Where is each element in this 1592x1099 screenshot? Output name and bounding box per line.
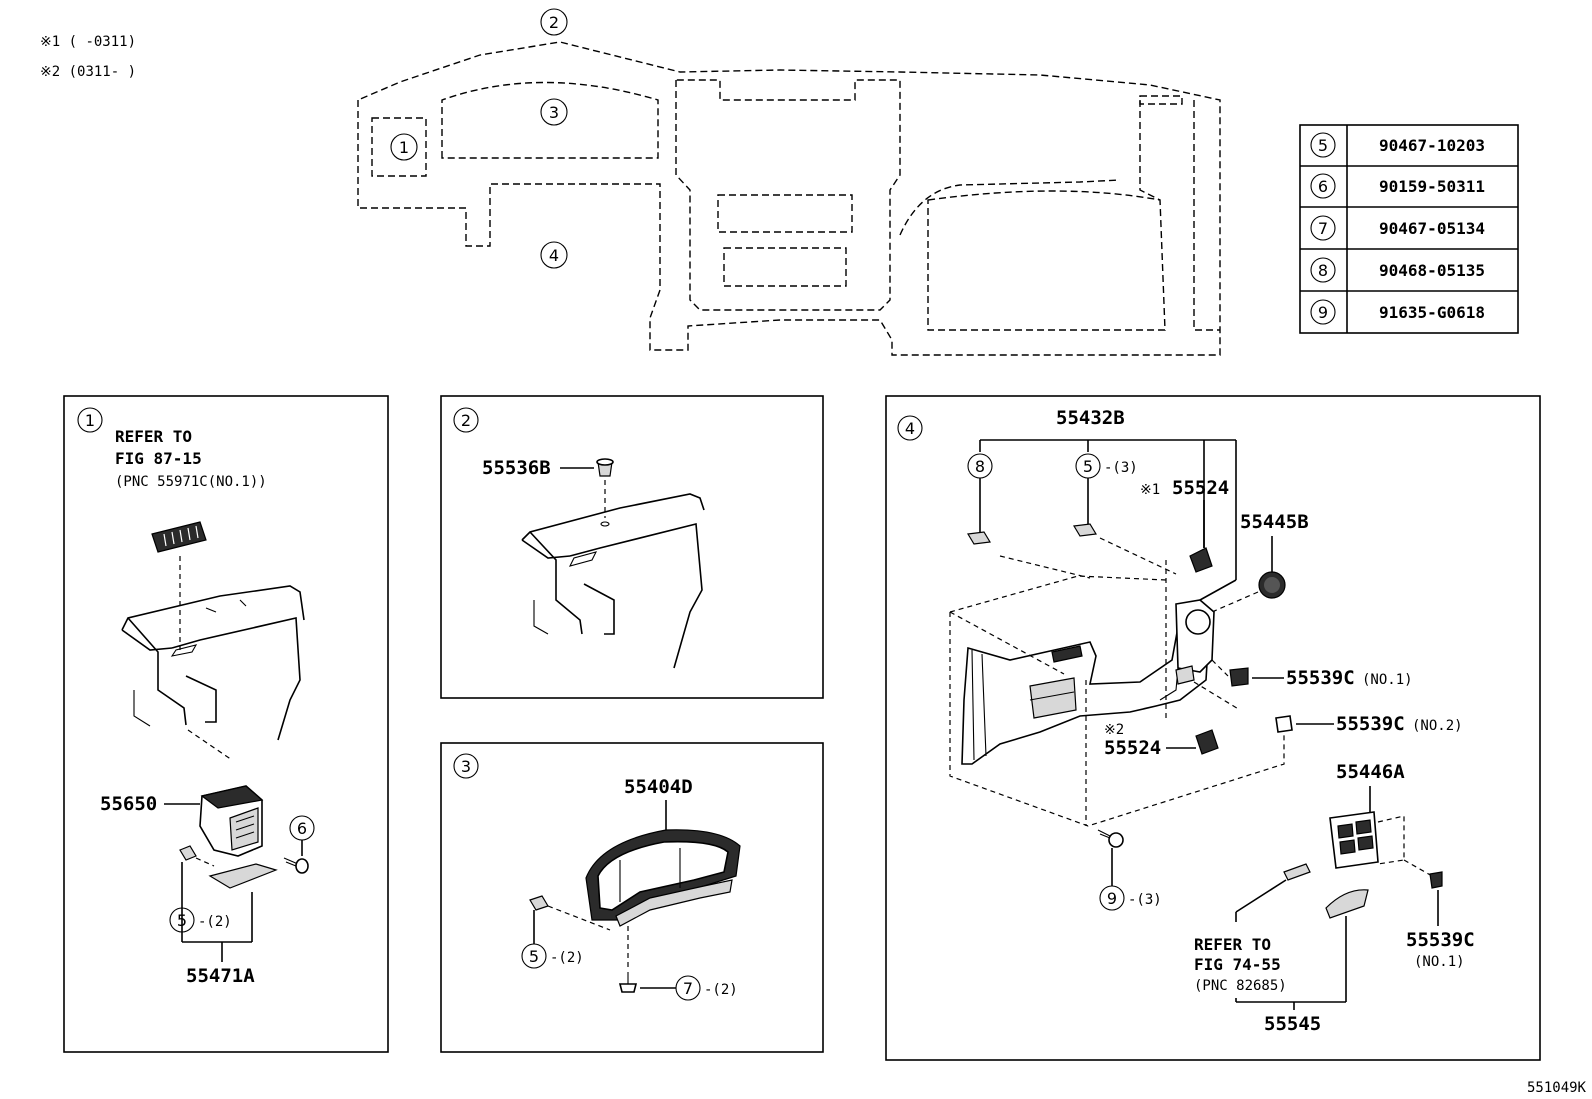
figure-id: 551049K — [1527, 1080, 1587, 1096]
panel-4-refer-line1: REFER TO — [1194, 935, 1271, 954]
part-55536B-label: 55536B — [482, 457, 551, 479]
part-55539C-no1-label: 55539C — [1286, 667, 1355, 689]
clip-icon — [1073, 523, 1097, 537]
cover-icon — [1325, 889, 1369, 919]
overview-label-4: 4 — [549, 246, 559, 265]
screw-icon — [283, 857, 309, 874]
vent-grille-icon — [151, 521, 207, 553]
callout-7: 7 — [683, 979, 693, 998]
callout-5: 5 — [529, 947, 539, 966]
callout-5-qty: -(2) — [198, 914, 232, 930]
panel-1-refer-line2: FIG 87-15 — [115, 449, 202, 468]
part-55432B-label: 55432B — [1056, 407, 1125, 429]
part-55404D-label: 55404D — [624, 776, 693, 798]
table-row: 9 91635-G0618 — [1310, 299, 1485, 325]
callout-5-qty: -(3) — [1104, 460, 1138, 476]
table-row: 5 90467-10203 — [1310, 132, 1485, 158]
overview-area-labels: 2 3 1 4 — [390, 8, 568, 269]
meter-hood-icon — [585, 829, 741, 927]
part-55650-label: 55650 — [100, 793, 157, 815]
panel-1: 1 REFER TO FIG 87-15 (PNC 55971C(NO.1)) — [63, 395, 389, 1053]
note-mark-1: ※1 — [1140, 482, 1160, 498]
fastener-table: 5 90467-10203 6 90159-50311 7 90467-0513… — [1299, 124, 1519, 334]
clip-icon — [967, 531, 991, 545]
callout-7-qty: -(2) — [704, 982, 738, 998]
lower-dash-panel-icon — [961, 599, 1215, 765]
plug-icon — [596, 458, 614, 477]
callout-6: 6 — [297, 819, 307, 838]
callout-5: 5 — [177, 911, 187, 930]
bolt-icon — [618, 972, 638, 993]
panel-4-refer-line3: (PNC 82685) — [1194, 978, 1287, 994]
part-55524-b-label: 55524 — [1104, 737, 1161, 759]
part-55446A-label: 55446A — [1336, 761, 1405, 783]
part-55539C-b-label: 55539C — [1406, 929, 1475, 951]
clip-icon — [179, 845, 197, 861]
part-55471A-label: 55471A — [186, 965, 255, 987]
table-part-number: 90468-05135 — [1379, 261, 1485, 280]
panel-2-ref: 2 — [461, 411, 471, 430]
table-row: 8 90468-05135 — [1310, 257, 1485, 283]
switch-cap-icon — [1229, 667, 1249, 687]
dashboard-top-sketch — [521, 493, 705, 669]
knob-switch-icon — [1189, 547, 1213, 573]
table-part-number: 91635-G0618 — [1379, 303, 1485, 322]
panel-1-refer-line3: (PNC 55971C(NO.1)) — [115, 474, 267, 490]
callout-9-qty: -(3) — [1128, 892, 1162, 908]
part-55539C-no1-suffix: (NO.1) — [1362, 672, 1413, 688]
panel-4-ref: 4 — [905, 419, 915, 438]
screw-icon — [1097, 829, 1124, 848]
part-55524-a-label: 55524 — [1172, 477, 1229, 499]
table-part-number: 90467-10203 — [1379, 136, 1485, 155]
panel-4: 4 55432B 8 5 -(3) ※1 55524 55445B — [885, 395, 1541, 1061]
switch-cap-icon — [1275, 715, 1293, 733]
switch-panel-icon — [1329, 811, 1379, 869]
table-ref: 8 — [1318, 261, 1328, 280]
overview-label-1: 1 — [399, 138, 409, 157]
table-ref: 7 — [1318, 219, 1328, 238]
overview-label-2: 2 — [549, 13, 559, 32]
dashboard-section-sketch — [121, 585, 305, 741]
note-1: ※1 ( -0311) — [40, 34, 136, 50]
part-55539C-no2-suffix: (NO.2) — [1412, 718, 1463, 734]
panel-2: 2 55536B — [440, 395, 824, 699]
panel-1-refer-line1: REFER TO — [115, 427, 192, 446]
trim-bracket-icon — [208, 863, 278, 889]
table-part-number: 90159-50311 — [1379, 177, 1485, 196]
trim-piece-icon — [1283, 863, 1311, 881]
table-row: 7 90467-05134 — [1310, 215, 1485, 241]
table-row: 6 90159-50311 — [1310, 173, 1485, 199]
callout-9: 9 — [1107, 889, 1117, 908]
panel-1-ref: 1 — [85, 411, 95, 430]
table-ref: 5 — [1318, 136, 1328, 155]
knob-switch-icon — [1195, 729, 1219, 755]
part-55539C-b-suffix: (NO.1) — [1414, 954, 1465, 970]
note-mark-2: ※2 — [1104, 722, 1124, 738]
overview-dashboard — [357, 41, 1221, 356]
callout-5-qty: -(2) — [550, 950, 584, 966]
panel-3-ref: 3 — [461, 757, 471, 776]
clip-icon — [529, 895, 549, 911]
note-2: ※2 (0311- ) — [40, 64, 136, 80]
callout-8: 8 — [975, 457, 985, 476]
switch-cap-icon — [1429, 871, 1443, 889]
part-55545-label: 55545 — [1264, 1013, 1321, 1035]
panel-3: 3 55404D 5 -(2) 7 -(2) — [440, 742, 824, 1053]
air-vent-duct-icon — [199, 785, 264, 857]
panel-4-refer-line2: FIG 74-55 — [1194, 955, 1281, 974]
table-ref: 9 — [1318, 303, 1328, 322]
overview-label-3: 3 — [549, 103, 559, 122]
table-ref: 6 — [1318, 177, 1328, 196]
part-55445B-label: 55445B — [1240, 511, 1309, 533]
cap-icon — [1258, 571, 1286, 599]
part-55539C-no2-label: 55539C — [1336, 713, 1405, 735]
table-part-number: 90467-05134 — [1379, 219, 1485, 238]
callout-5: 5 — [1083, 457, 1093, 476]
